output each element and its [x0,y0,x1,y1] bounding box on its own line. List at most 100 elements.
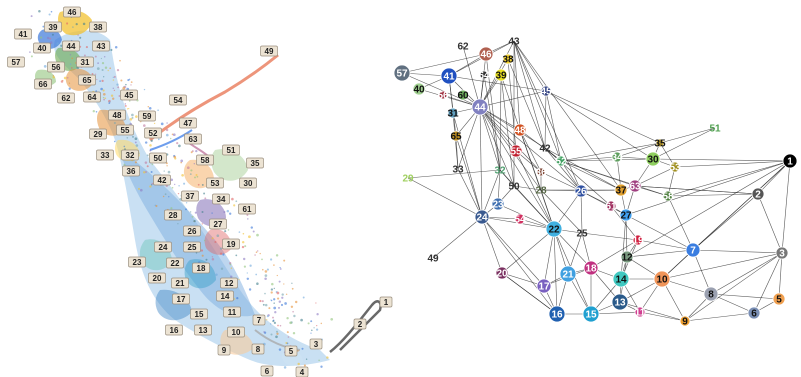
cell-dot [135,115,138,118]
cell-dot [101,79,104,83]
cell-dot [190,151,193,154]
cell-dot [166,122,168,124]
graph-edge [481,216,558,315]
cell-dot [124,104,127,107]
cell-dot [195,149,198,153]
cell-dot [283,366,287,369]
cluster-tag-label: 29 [94,130,103,139]
cluster-tag-label: 51 [227,146,236,155]
graph-edge [545,90,562,162]
cell-dot [238,278,240,281]
cluster-tag-7: 7 [252,314,266,326]
cell-dot [264,303,268,307]
graph-node-circle [494,68,508,82]
cell-dot [186,166,190,170]
graph-node-10: 10 [653,270,671,288]
cell-dot [51,33,54,36]
cell-dot [190,169,193,172]
graph-edge [507,58,546,149]
cell-dot [194,176,196,179]
cell-dot [276,332,279,335]
cell-dot [174,183,176,186]
graph-node-12: 12 [620,250,634,264]
graph-node-42: 42 [539,144,551,155]
graph-node-circle [393,64,411,82]
cell-dot [191,215,194,218]
graph-node-label: 64 [478,71,490,82]
graph-node-2: 2 [751,187,765,201]
graph-node-label: 20 [496,269,508,280]
graph-edge [544,147,622,191]
cell-dot [307,322,310,325]
graph-edge [513,40,582,192]
cell-dot [330,317,334,321]
graph-node-label: 46 [480,50,492,61]
cell-dot [69,63,72,65]
graph-edge [452,112,483,218]
cluster-tag-box [246,157,264,169]
graph-edge [757,160,791,195]
graph-edge [485,53,501,171]
cell-dot [85,46,88,49]
cluster-tag-box [172,293,190,305]
graph-node-15: 15 [582,305,600,323]
cluster-tag-label: 17 [177,295,186,304]
cell-dot [283,283,285,285]
cell-dot [143,88,146,91]
cell-dot [178,144,181,148]
cell-dot [170,178,174,182]
graph-edge [407,177,483,218]
cell-dot [315,328,319,331]
graph-edge [553,228,592,269]
graph-edge [513,40,547,92]
cell-dot [43,65,47,68]
cell-dot [142,171,146,174]
cell-dot [129,117,133,121]
cluster-streak [149,53,279,142]
cluster-tag-2: 2 [353,318,367,330]
cluster-tag-box [92,40,110,52]
cell-dot [68,87,71,90]
graph-node-19: 19 [632,234,644,247]
cluster-tag-label: 20 [153,274,162,283]
cluster-tag-label: 16 [170,326,179,335]
cluster-tag-box [153,174,171,186]
graph-edge [625,214,628,258]
graph-node-41: 41 [440,67,458,85]
graph-node-label: 31 [447,109,459,120]
graph-edge [501,272,558,315]
cell-dot [125,83,127,86]
graph-node-8: 8 [703,286,719,302]
cell-dot [266,268,269,271]
cluster-tag-box [120,89,138,101]
cell-dot [100,57,103,60]
cluster-tag-box [14,28,32,40]
cell-dot [113,89,116,92]
cluster-tag-label: 26 [188,227,197,236]
graph-node-label: 24 [476,213,488,224]
cluster-tag-label: 15 [195,310,204,319]
cell-dot [211,258,215,261]
graph-node-label: 38 [502,55,514,66]
cell-dot [273,302,275,304]
graph-node-circle [611,293,629,311]
cell-dot [165,133,169,137]
cluster-tag-label: 44 [67,42,76,51]
graph-node-circle [632,234,644,246]
cell-dot [273,298,276,301]
cell-dot [310,332,312,334]
graph-node-56: 56 [437,91,449,102]
cluster-tag-label: 13 [199,326,208,335]
cell-dot [227,229,230,231]
cell-dot [266,315,269,318]
graph-node-54: 54 [514,213,526,226]
cluster-tag-54: 54 [169,94,187,106]
cell-dot [104,66,108,69]
cluster-tag-box [138,110,156,122]
cell-dot [68,82,71,84]
cell-dot [259,299,262,303]
graph-node-label: 18 [585,264,597,275]
graph-edge [634,185,759,195]
cell-dot [102,96,105,99]
